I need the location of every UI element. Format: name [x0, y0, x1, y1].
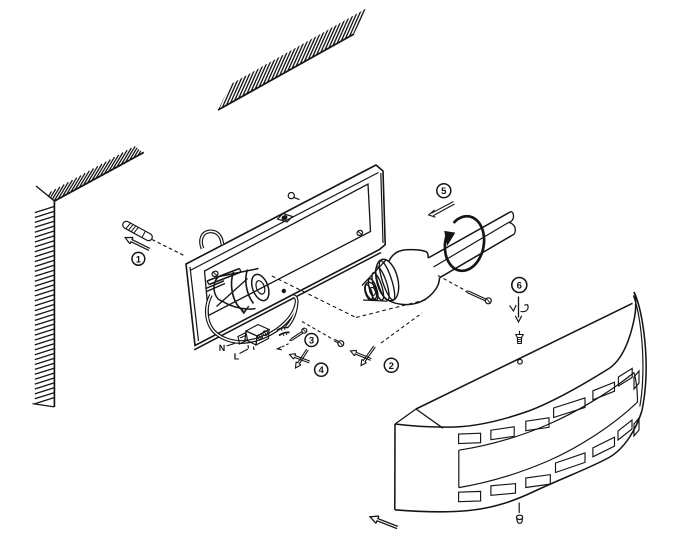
svg-text:L: L: [234, 352, 240, 362]
svg-text:4: 4: [319, 365, 325, 376]
svg-text:2: 2: [389, 361, 394, 372]
svg-text:3: 3: [309, 336, 314, 347]
svg-text:6: 6: [517, 281, 522, 292]
svg-text:1: 1: [136, 254, 142, 265]
svg-text:N: N: [219, 343, 226, 353]
svg-text:5: 5: [441, 186, 447, 197]
